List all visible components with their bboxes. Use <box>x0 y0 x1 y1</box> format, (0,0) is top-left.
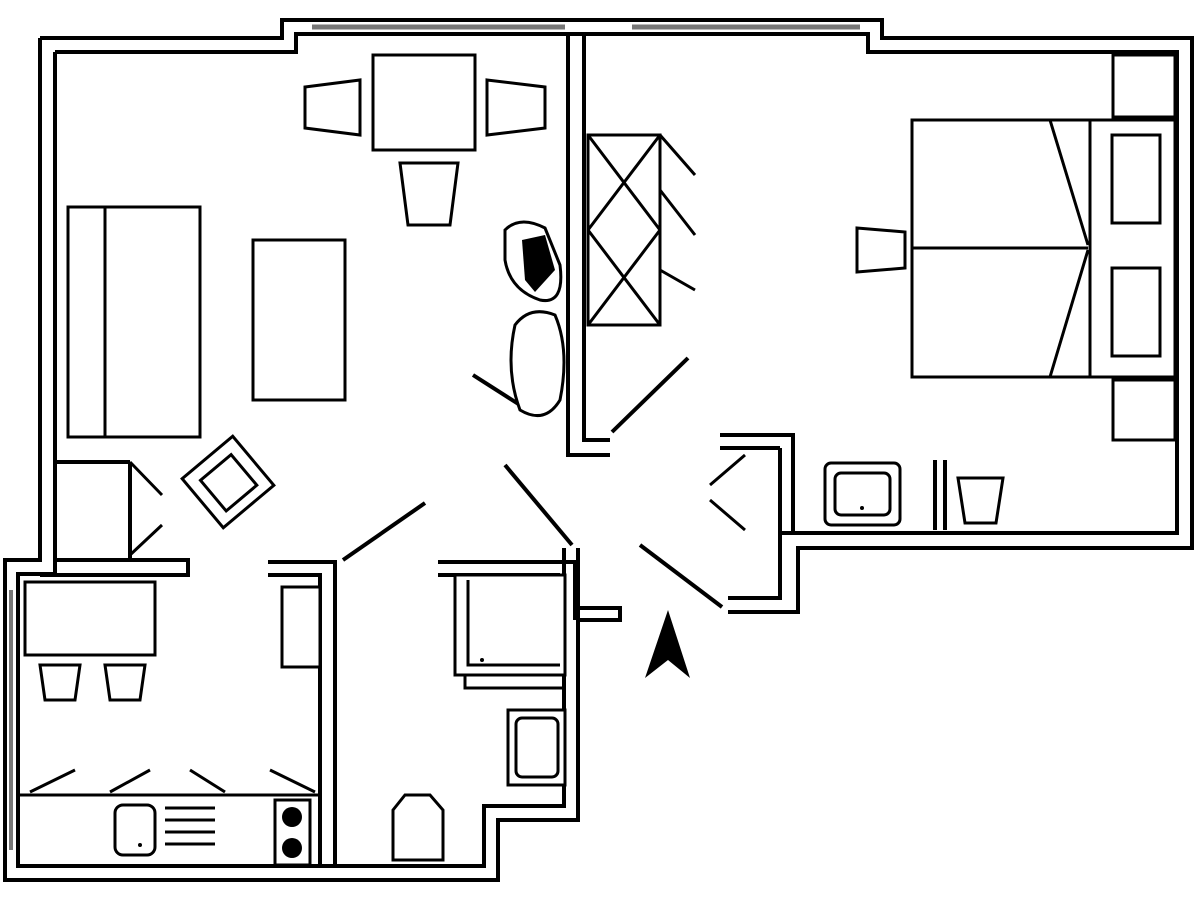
interior-walls <box>40 34 947 866</box>
nightstand <box>1111 378 1177 442</box>
burner <box>282 807 302 827</box>
stool <box>38 663 82 702</box>
wardrobe <box>586 133 662 327</box>
burner <box>282 838 302 858</box>
fridge <box>280 585 322 669</box>
sofa <box>66 205 202 439</box>
north-arrow-icon <box>645 610 690 678</box>
shower <box>453 573 567 677</box>
kitchen-sink <box>113 803 157 857</box>
armchair <box>180 434 276 530</box>
dining-table <box>371 53 477 152</box>
nightstand <box>1111 53 1177 119</box>
chair <box>485 78 547 137</box>
ottoman <box>509 310 566 418</box>
chair <box>398 161 460 227</box>
coffee-table <box>251 238 347 402</box>
chair <box>303 78 362 137</box>
toilet <box>956 476 1005 525</box>
stool <box>103 663 147 702</box>
kitchen <box>18 580 322 867</box>
kitchen-table <box>23 580 157 657</box>
living-area <box>66 205 566 530</box>
cushion <box>522 235 555 292</box>
stool <box>855 226 907 274</box>
doors <box>29 356 746 794</box>
pillow <box>1110 266 1162 358</box>
ensuite-bathroom <box>823 461 1005 527</box>
bedroom <box>586 53 1177 442</box>
pillow <box>1110 133 1162 225</box>
drainer <box>165 806 215 846</box>
toilet <box>391 793 445 862</box>
bathroom <box>391 573 567 862</box>
dining-area <box>303 53 547 227</box>
